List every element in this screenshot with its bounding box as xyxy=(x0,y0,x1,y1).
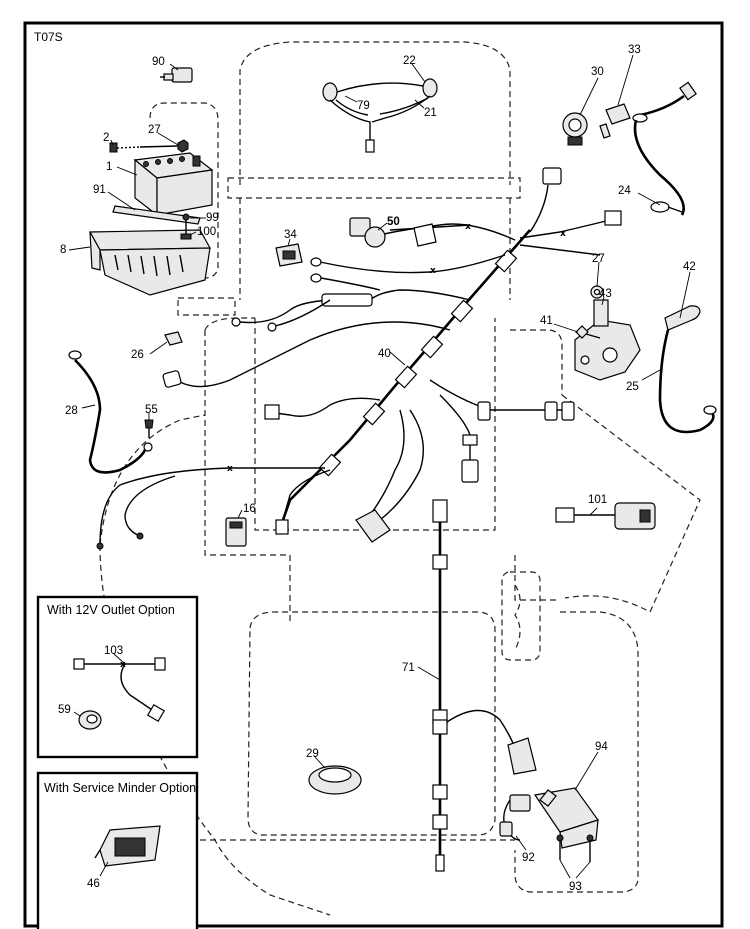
main-harness-40: x x x x xyxy=(96,167,622,550)
outlet-option-box: With 12V Outlet Option x xyxy=(36,595,199,759)
switch-34 xyxy=(275,243,303,267)
callout-30: 30 xyxy=(591,66,604,78)
callout-90: 90 xyxy=(152,56,165,68)
callout-33: 33 xyxy=(628,44,641,56)
callout-41: 41 xyxy=(540,315,553,327)
callout-91: 91 xyxy=(93,184,106,196)
callout-28: 28 xyxy=(65,405,78,417)
bolt-55 xyxy=(144,419,154,438)
svg-text:x: x xyxy=(430,266,436,276)
callout-26: 26 xyxy=(131,349,144,361)
callout-2: 2 xyxy=(103,132,109,144)
callout-40: 40 xyxy=(378,348,391,360)
battery-group xyxy=(88,102,219,296)
diagram-frame xyxy=(23,21,724,928)
fuse-26 xyxy=(164,331,183,346)
callout-93: 93 xyxy=(569,881,582,893)
callout-43: 43 xyxy=(599,288,612,300)
callout-27a: 27 xyxy=(148,124,161,136)
callout-100: 100 xyxy=(197,226,216,238)
callout-1: 1 xyxy=(106,161,112,173)
callout-34: 34 xyxy=(284,229,297,241)
callout-8: 8 xyxy=(60,244,66,256)
module-94 xyxy=(533,787,599,849)
callout-50: 50 xyxy=(387,216,400,228)
callout-46: 46 xyxy=(87,878,100,890)
diagram-code: T07S xyxy=(34,30,63,44)
svg-text:x: x xyxy=(560,229,566,239)
module-101 xyxy=(555,502,656,530)
callout-99: 99 xyxy=(206,212,219,224)
callout-103: 103 xyxy=(104,645,123,657)
outlet-option-title: With 12V Outlet Option xyxy=(47,603,175,617)
callouts: 90 22 79 21 30 33 2 27 1 91 99 100 8 34 … xyxy=(58,44,696,893)
svg-text:x: x xyxy=(465,222,471,232)
seat-switch-29 xyxy=(308,765,362,795)
callout-22: 22 xyxy=(403,55,416,67)
solenoid-43 xyxy=(574,299,641,381)
headlight-harness xyxy=(322,78,438,153)
callout-94: 94 xyxy=(595,741,608,753)
callout-92: 92 xyxy=(522,852,535,864)
connector-92 xyxy=(499,794,531,841)
callout-79: 79 xyxy=(357,100,370,112)
callout-59: 59 xyxy=(58,704,71,716)
callout-101: 101 xyxy=(588,494,607,506)
relay-16 xyxy=(225,517,247,547)
ignition-switch xyxy=(562,112,588,146)
callout-29: 29 xyxy=(306,748,319,760)
callout-71: 71 xyxy=(402,662,415,674)
callout-25: 25 xyxy=(626,381,639,393)
callout-16: 16 xyxy=(243,503,256,515)
cable-25 xyxy=(658,305,717,434)
leader-lines xyxy=(68,54,691,879)
connector-90 xyxy=(160,67,193,83)
service-minder-option-box: With Service Minder Option xyxy=(36,771,199,929)
callout-55: 55 xyxy=(145,404,158,416)
screws-93 xyxy=(556,834,594,862)
callout-24: 24 xyxy=(618,185,631,197)
harness-71 xyxy=(432,499,537,872)
svg-text:x: x xyxy=(227,464,233,474)
bolt-41 xyxy=(575,325,601,339)
chassis-outline xyxy=(99,41,701,916)
ignition-key xyxy=(599,103,631,139)
service-minder-option-title: With Service Minder Option xyxy=(44,781,196,795)
switch-50 xyxy=(349,217,437,248)
callout-27b: 27 xyxy=(592,253,605,265)
cable-24 xyxy=(632,81,697,216)
cable-28 xyxy=(68,350,153,474)
callout-21: 21 xyxy=(424,107,437,119)
svg-text:x: x xyxy=(120,660,126,670)
callout-42: 42 xyxy=(683,261,696,273)
